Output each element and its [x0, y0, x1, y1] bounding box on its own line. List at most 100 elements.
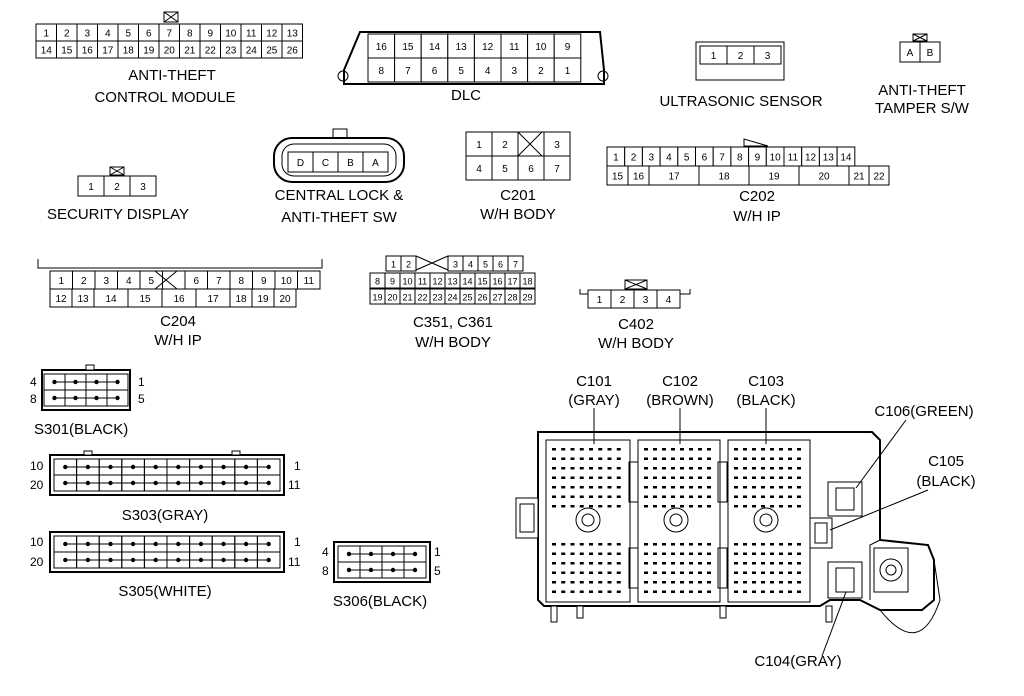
module-pin	[561, 552, 566, 555]
module-pin	[797, 571, 801, 574]
module-pin	[579, 571, 584, 574]
pin-label: 2	[406, 260, 411, 270]
module-pin	[797, 543, 801, 546]
module-pin	[743, 457, 747, 460]
module-pin	[589, 505, 593, 508]
module-pin	[770, 543, 774, 546]
module-pin	[644, 562, 648, 565]
module-pin	[680, 552, 684, 555]
module-pin	[689, 505, 693, 508]
pin-label: 6	[432, 66, 438, 77]
module-pin	[680, 590, 684, 593]
module-pin	[616, 486, 621, 489]
module-pin	[770, 457, 774, 460]
svg-text:8: 8	[322, 564, 329, 578]
pin-dot	[63, 541, 68, 547]
pin-label: 10	[535, 42, 547, 53]
module-pin	[589, 543, 593, 546]
label-c204-2: W/H IP	[154, 332, 202, 349]
module-pin	[662, 571, 666, 574]
module-pin	[671, 505, 675, 508]
pin-label: 22	[205, 46, 217, 57]
module-pin	[616, 552, 621, 555]
pin-dot	[221, 557, 226, 563]
module-pin	[607, 486, 612, 489]
module-pin	[607, 552, 612, 555]
mount-hole	[337, 70, 349, 82]
module-pin	[797, 562, 801, 565]
pin-cell	[447, 57, 475, 83]
pin-dot	[198, 480, 204, 486]
pin-label: 11	[788, 153, 799, 164]
pin-cell	[491, 131, 519, 157]
module-pin	[671, 543, 675, 546]
label-c106: C106(GREEN)	[874, 403, 973, 420]
label-tamper-2: TAMPER S/W	[875, 100, 970, 117]
module-pin	[570, 581, 575, 584]
module-pin	[653, 552, 657, 555]
module-pin	[761, 543, 765, 546]
module-pin	[644, 581, 648, 584]
pin-label: 3	[84, 29, 90, 40]
module-pin	[616, 448, 621, 451]
pin-cell	[367, 33, 396, 59]
module-pin	[761, 495, 765, 498]
label-ultrasonic: ULTRASONIC SENSOR	[659, 93, 822, 110]
pin-label: 19	[257, 294, 269, 305]
module-pin	[570, 486, 575, 489]
module-pin	[589, 495, 593, 498]
svg-text:20: 20	[30, 478, 44, 492]
pin-dot	[243, 541, 249, 547]
module-pin	[662, 552, 666, 555]
module-pin	[788, 448, 792, 451]
module-pin	[689, 457, 693, 460]
module-pin	[752, 562, 756, 565]
module-pin	[644, 590, 648, 593]
module-pin	[680, 543, 684, 546]
pin-label: 29	[522, 293, 532, 303]
module-pin	[788, 581, 792, 584]
pin-label: 2	[631, 153, 637, 164]
label-s306: S306(BLACK)	[333, 593, 427, 610]
module-pin	[698, 571, 702, 574]
pin-cell	[519, 288, 536, 305]
pin-cell	[465, 155, 493, 181]
pin-label: 18	[718, 172, 730, 183]
pin-label: 18	[123, 46, 135, 57]
label-c351-2: W/H BODY	[415, 334, 491, 351]
pin-label: 8	[375, 277, 380, 287]
module-pin	[752, 505, 756, 508]
module-pin	[589, 552, 593, 555]
module-pin	[770, 486, 774, 489]
pin-label: 13	[823, 153, 835, 164]
module-pin	[552, 590, 556, 593]
pin-dot	[243, 557, 249, 563]
module-pin	[707, 457, 711, 460]
module-pin	[707, 495, 711, 498]
pin-label: 3	[554, 140, 560, 151]
label-tamper-1: ANTI-THEFT	[878, 82, 966, 99]
pin-label: 10	[225, 29, 237, 40]
module-pin	[570, 457, 575, 460]
pin-label: B	[927, 48, 934, 59]
pin-label: 19	[372, 293, 382, 303]
module-pin	[616, 543, 621, 546]
pin-label: 2	[81, 276, 87, 287]
module-pin	[779, 552, 783, 555]
label-c102-2: (BROWN)	[646, 392, 714, 409]
module-pin	[579, 486, 584, 489]
pin-label: 8	[187, 29, 193, 40]
module-pin	[671, 562, 675, 565]
module-pin	[616, 467, 621, 470]
pin-label: 12	[805, 153, 817, 164]
pin-cell	[297, 270, 321, 290]
pin-cell	[491, 155, 519, 181]
module-pin	[680, 562, 684, 565]
module-pin	[761, 552, 765, 555]
module-pin	[616, 457, 621, 460]
pin-label: 7	[719, 153, 725, 164]
pin-dot	[153, 480, 158, 486]
module-pin	[752, 552, 756, 555]
